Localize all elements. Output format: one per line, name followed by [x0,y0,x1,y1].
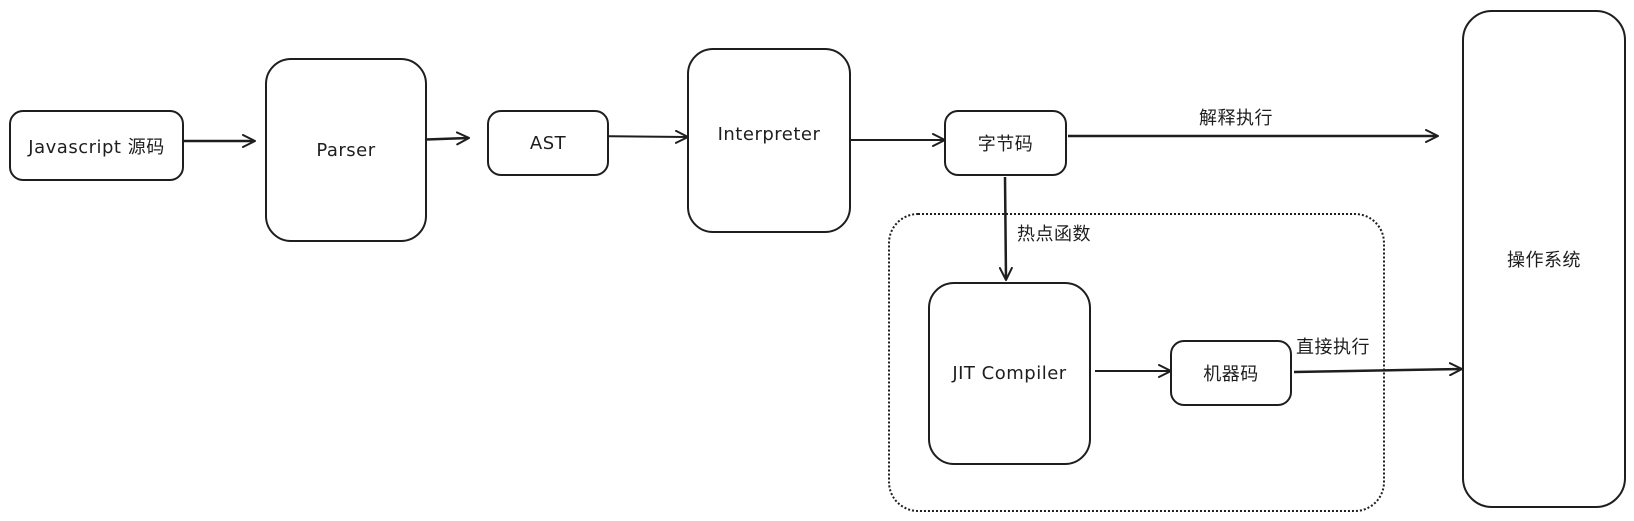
node-parser[interactable]: Parser [265,58,427,242]
node-machine-code-label: 机器码 [1203,364,1259,385]
arrow-bytecode-to-jit [998,176,1013,281]
node-interpreter[interactable]: Interpreter [687,48,851,233]
node-parser-label: Parser [316,139,376,161]
node-bytecode[interactable]: 字节码 [944,110,1067,176]
node-interpreter-label: Interpreter [717,124,821,145]
arrow-machine-code-to-os [1293,362,1463,377]
edge-label-interpret-exec: 解释执行 [1199,108,1273,129]
node-jit-compiler-label: JIT Compiler [952,363,1067,384]
edge-label-direct-exec: 直接执行 [1296,337,1370,358]
node-ast[interactable]: AST [487,110,609,176]
node-operating-system[interactable]: 操作系统 [1462,10,1626,508]
node-bytecode-label: 字节码 [977,134,1034,155]
node-javascript-source[interactable]: Javascript 源码 [9,110,184,181]
node-machine-code[interactable]: 机器码 [1170,340,1292,406]
jit-group-boundary [888,213,1385,512]
edge-label-hot-function: 热点函数 [1017,224,1091,245]
node-operating-system-label: 操作系统 [1507,250,1581,271]
node-javascript-source-label: Javascript 源码 [28,136,165,158]
node-jit-compiler[interactable]: JIT Compiler [928,282,1091,465]
node-ast-label: AST [529,132,567,154]
